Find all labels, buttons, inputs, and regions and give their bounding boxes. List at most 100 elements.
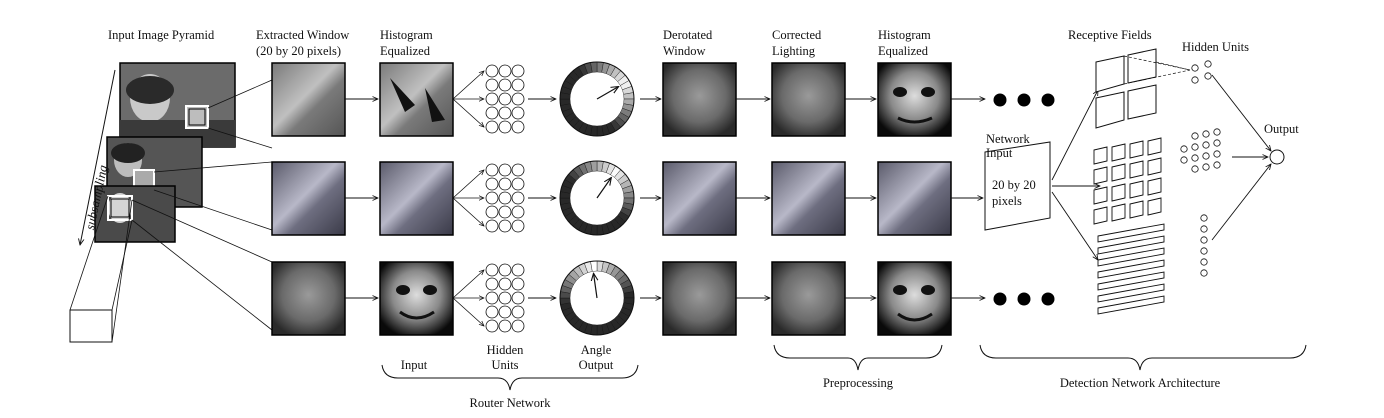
continuation-dot <box>993 292 1007 306</box>
detection-hidden-unit <box>1191 132 1199 140</box>
pyramid-title: Input Image Pyramid <box>108 28 215 42</box>
router-hidden-unit <box>511 78 525 92</box>
row1-histeq2-window <box>877 62 952 137</box>
receptive-field-square <box>1111 183 1126 202</box>
router-hidden-unit <box>498 78 512 92</box>
row2-histeq-window <box>379 161 454 236</box>
histeq-label-1: Histogram <box>380 28 433 42</box>
receptive-field-square <box>1129 200 1144 219</box>
row3-corrected-window <box>771 261 846 336</box>
receptive-field-square <box>1111 203 1126 222</box>
router-hidden-unit <box>511 205 525 219</box>
router-hidden-unit <box>498 92 512 106</box>
preprocessing-label: Preprocessing <box>822 376 894 390</box>
angle-pointer <box>594 273 597 299</box>
receptive-field-stripe <box>1097 271 1165 291</box>
router-hidden-unit <box>485 263 499 277</box>
router-hidden-unit <box>498 305 512 319</box>
detection-hidden-unit <box>1200 247 1208 255</box>
router-hidden-unit <box>511 120 525 134</box>
receptive-field-stripe <box>1097 235 1165 255</box>
row3-derotated-window <box>662 261 737 336</box>
row3-histeq-window <box>379 261 454 336</box>
receptive-field-square <box>1147 177 1162 196</box>
detection-hidden-unit <box>1200 225 1208 233</box>
router-hidden-unit <box>511 305 525 319</box>
router-network-label: Router Network <box>469 396 551 410</box>
angle-pointer <box>596 87 619 100</box>
row2-derotated-window <box>662 161 737 236</box>
preprocessing-brace <box>773 344 943 371</box>
receptive-field-square <box>1129 140 1144 159</box>
detection-hidden-unit <box>1202 152 1210 160</box>
angle-output-label-1: Angle <box>580 343 612 357</box>
router-hidden-unit <box>511 106 525 120</box>
fan-arrow <box>452 270 484 299</box>
detection-hidden-unit <box>1200 258 1208 266</box>
receptive-field-stripe <box>1097 223 1165 243</box>
router-hidden-unit <box>485 64 499 78</box>
receptive-fields-label: Receptive Fields <box>1068 28 1152 42</box>
router-hidden-unit <box>485 191 499 205</box>
network-input-plane <box>984 141 1051 231</box>
network-input-label-1: Network <box>986 132 1030 146</box>
extracted-window-label-1: Extracted Window <box>256 28 350 42</box>
router-network-brace <box>381 364 639 391</box>
receptive-field-stripe <box>1097 247 1165 267</box>
router-hidden-unit <box>485 120 499 134</box>
derotated-label-2: Window <box>663 44 706 58</box>
receptive-field-stripe <box>1097 295 1165 315</box>
angle-pointer <box>596 178 611 199</box>
router-hidden-unit <box>498 291 512 305</box>
detection-hidden-unit <box>1204 60 1212 68</box>
corrected-label-1: Corrected <box>772 28 822 42</box>
router-hidden-unit <box>485 305 499 319</box>
detection-hidden-unit <box>1191 64 1199 72</box>
row-3-router <box>345 260 1055 336</box>
router-hidden-unit <box>485 177 499 191</box>
angle-dial-outline <box>559 160 635 236</box>
router-hidden-label-1: Hidden <box>486 343 524 357</box>
extracted-window-label-2: (20 by 20 pixels) <box>256 44 342 58</box>
receptive-field-stripe <box>1097 283 1165 303</box>
input-size-label-1: 20 by 20 <box>992 178 1036 192</box>
row1-histeq-window <box>379 62 454 137</box>
router-hidden-unit <box>485 277 499 291</box>
detection-hidden-unit <box>1202 141 1210 149</box>
detection-hidden-unit <box>1200 214 1208 222</box>
row3-extracted-window <box>271 261 346 336</box>
fan-arrow <box>452 71 484 100</box>
detection-hidden-unit <box>1180 145 1188 153</box>
receptive-field-square <box>1093 146 1108 165</box>
row1-corrected-window <box>771 62 846 137</box>
router-hidden-unit <box>498 277 512 291</box>
histeq-label-2: Equalized <box>380 44 430 58</box>
router-hidden-unit <box>498 219 512 233</box>
detection-hidden-unit <box>1200 269 1208 277</box>
row1-extracted-window <box>271 62 346 137</box>
receptive-field-square <box>1093 206 1108 225</box>
pyramid-window-small <box>107 195 133 221</box>
output-node <box>1269 149 1285 165</box>
router-hidden-unit <box>511 191 525 205</box>
router-hidden-unit <box>498 106 512 120</box>
router-hidden-unit <box>511 64 525 78</box>
router-hidden-unit <box>498 319 512 333</box>
window-outline-box <box>69 309 113 343</box>
router-hidden-unit <box>511 291 525 305</box>
derotated-label-1: Derotated <box>663 28 713 42</box>
continuation-dot <box>1017 93 1031 107</box>
detection-hidden-unit <box>1191 165 1199 173</box>
detection-hidden-unit <box>1191 76 1199 84</box>
detection-hidden-unit <box>1202 163 1210 171</box>
detection-network <box>951 48 1285 315</box>
detection-hidden-unit <box>1213 161 1221 169</box>
receptive-field-square <box>1111 143 1126 162</box>
detection-network-brace <box>979 344 1307 371</box>
router-hidden-unit <box>485 92 499 106</box>
row3-histeq2-window <box>877 261 952 336</box>
receptive-field-square <box>1147 137 1162 156</box>
input-size-label-2: pixels <box>992 194 1022 208</box>
detection-hidden-unit <box>1191 143 1199 151</box>
router-hidden-unit <box>498 163 512 177</box>
